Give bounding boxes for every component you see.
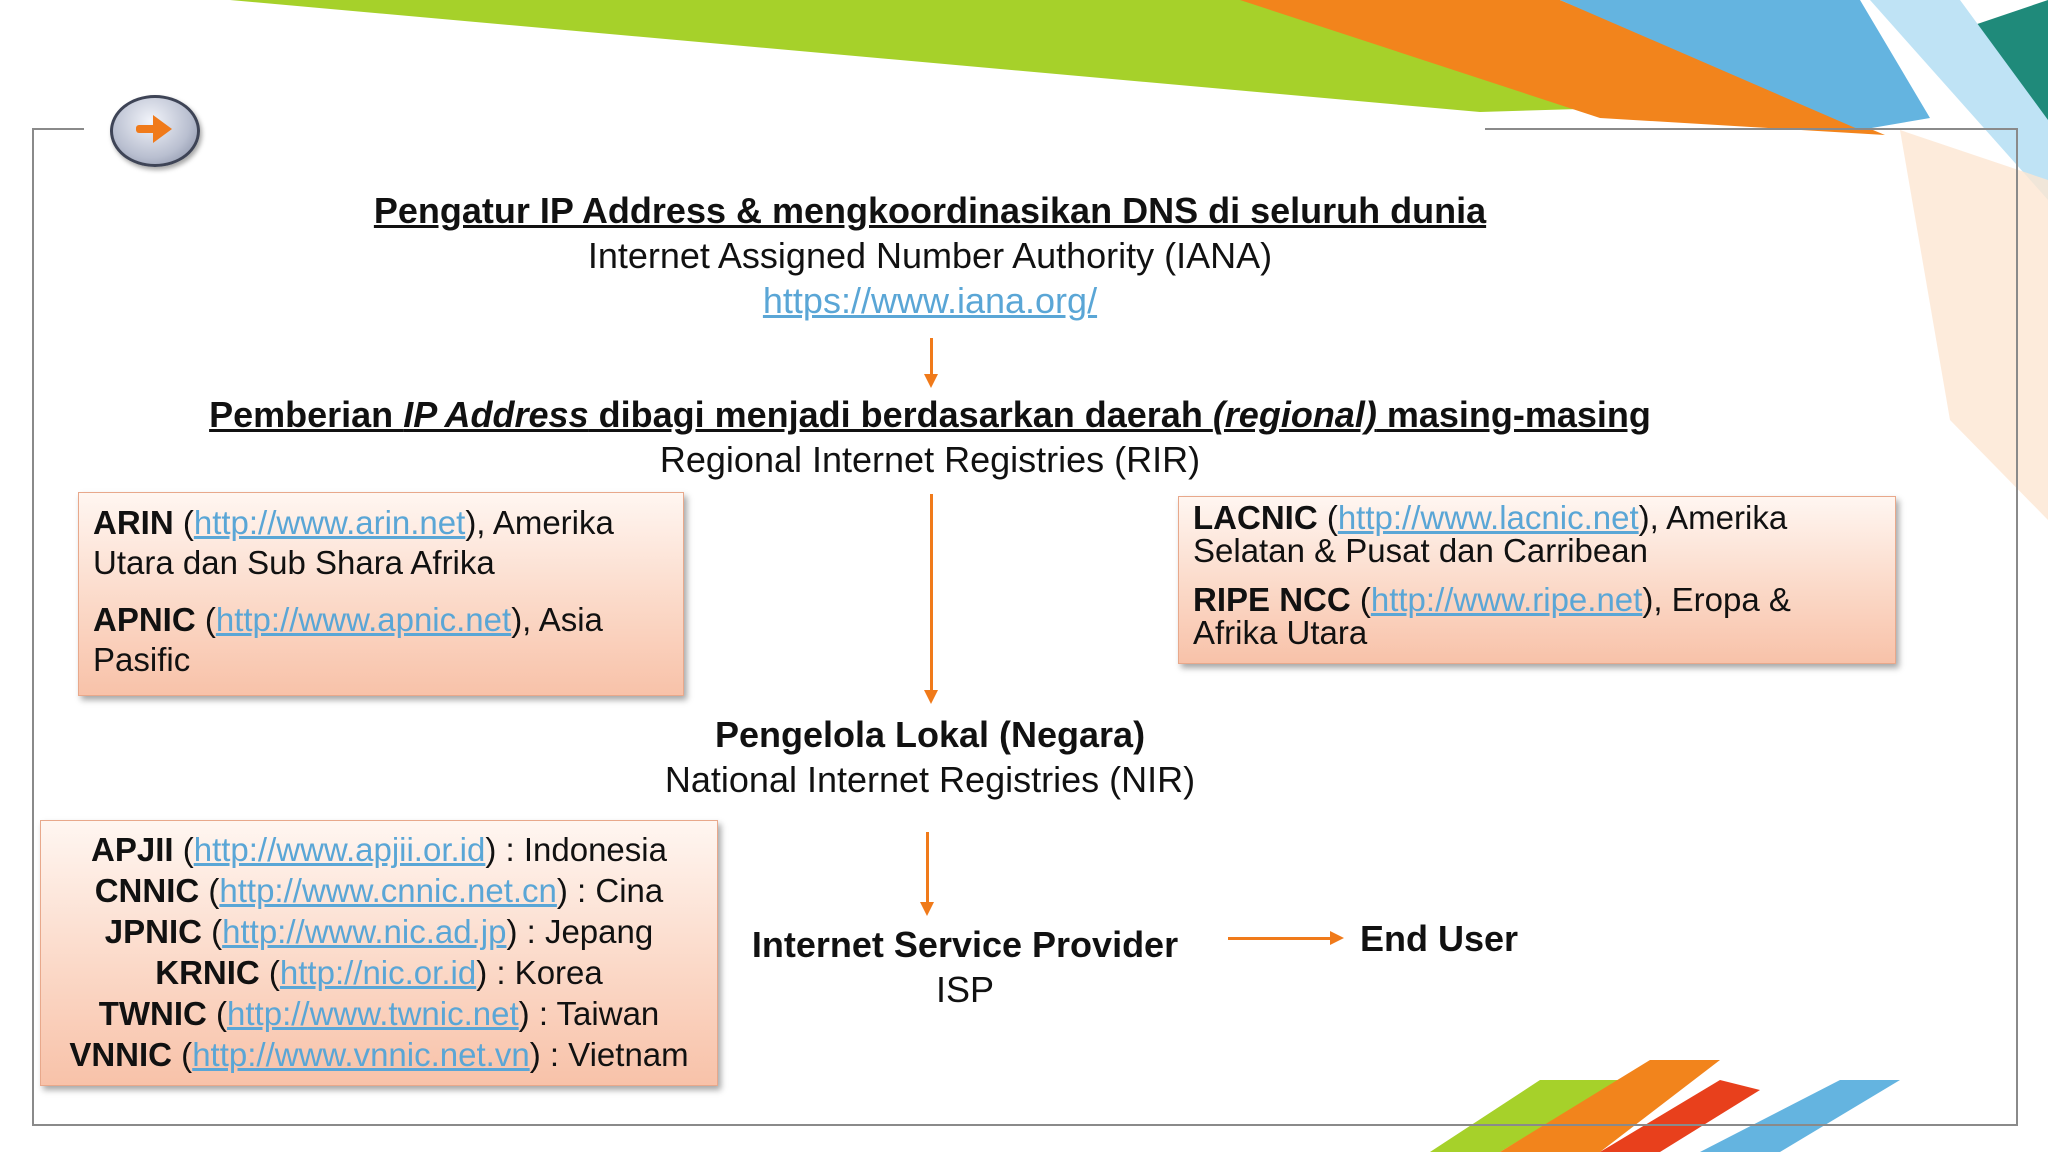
rir-block: Pemberian IP Address dibagi menjadi berd…	[130, 392, 1730, 482]
lacnic-link[interactable]: http://www.lacnic.net	[1337, 499, 1639, 536]
rir-left-box: ARIN (http://www.arin.net), Amerika Utar…	[78, 492, 684, 696]
apnic-link[interactable]: http://www.apnic.net	[215, 600, 512, 638]
rir-entry-apnic: APNIC (http://www.apnic.net), Asia Pasif…	[93, 600, 603, 678]
iana-title: Pengatur IP Address & mengkoordinasikan …	[373, 190, 1487, 231]
nir-entry: KRNIC (http://nic.or.id) : Korea	[155, 954, 603, 991]
arrow-right-icon	[136, 115, 172, 143]
red-stripe-bottom	[1600, 1080, 1760, 1152]
isp-name: ISP	[935, 969, 995, 1010]
rir-name: Regional Internet Registries (RIR)	[659, 439, 1201, 480]
krnic-link[interactable]: http://nic.or.id	[279, 954, 477, 991]
nir-title: Pengelola Lokal (Negara)	[714, 714, 1146, 755]
rir-entry-lacnic: LACNIC (http://www.lacnic.net), Amerika …	[1193, 499, 1788, 569]
end-user-block: End User	[1360, 916, 1560, 961]
iana-name: Internet Assigned Number Authority (IANA…	[587, 235, 1273, 276]
rir-entry-ripe: RIPE NCC (http://www.ripe.net), Eropa & …	[1193, 581, 1791, 651]
arrow-isp-to-enduser-head	[1330, 931, 1344, 945]
nir-entry: APJII (http://www.apjii.or.id) : Indones…	[91, 831, 667, 868]
arrow-nir-to-isp	[926, 832, 929, 908]
arrow-rir-to-nir	[930, 494, 933, 694]
nir-block: Pengelola Lokal (Negara) National Intern…	[560, 712, 1300, 802]
arrow-iana-to-rir	[930, 338, 933, 380]
next-slide-button[interactable]	[110, 95, 200, 167]
arrow-rir-to-nir-head	[924, 690, 938, 704]
frame-right	[2016, 128, 2018, 1126]
frame-top-right	[1485, 128, 2018, 130]
nir-name: National Internet Registries (NIR)	[664, 759, 1196, 800]
green-stripe-bottom	[1430, 1080, 1620, 1152]
cnnic-link[interactable]: http://www.cnnic.net.cn	[219, 872, 557, 909]
end-user-title: End User	[1360, 918, 1519, 959]
rir-right-box: LACNIC (http://www.lacnic.net), Amerika …	[1178, 496, 1896, 664]
arrow-iana-to-rir-head	[924, 374, 938, 388]
vnnic-link[interactable]: http://www.vnnic.net.vn	[192, 1036, 530, 1073]
isp-block: Internet Service Provider ISP	[720, 922, 1210, 1012]
lightblue-stripe	[1870, 0, 2048, 200]
apjii-link[interactable]: http://www.apjii.or.id	[193, 831, 486, 868]
orange-stripe-bottom	[1500, 1060, 1720, 1152]
green-stripe-top	[230, 0, 1880, 112]
nir-entry: TWNIC (http://www.twnic.net) : Taiwan	[98, 995, 660, 1032]
rir-entry-arin: ARIN (http://www.arin.net), Amerika Utar…	[93, 504, 614, 582]
nir-entry: JPNIC (http://www.nic.ad.jp) : Jepang	[104, 913, 654, 950]
frame-top-left	[32, 128, 84, 130]
peach-fade-right	[1900, 130, 2048, 520]
isp-title: Internet Service Provider	[751, 924, 1179, 965]
nir-entry: VNNIC (http://www.vnnic.net.vn) : Vietna…	[69, 1036, 689, 1073]
arin-link[interactable]: http://www.arin.net	[193, 504, 466, 541]
frame-bottom	[32, 1124, 2018, 1126]
blue-stripe-top	[1560, 0, 1930, 130]
twnic-link[interactable]: http://www.twnic.net	[227, 995, 519, 1032]
arrow-nir-to-isp-head	[920, 902, 934, 916]
nir-list-box: APJII (http://www.apjii.or.id) : Indones…	[40, 820, 718, 1086]
nir-entry: CNNIC (http://www.cnnic.net.cn) : Cina	[94, 872, 664, 909]
orange-stripe-top	[1240, 0, 1885, 135]
frame-left	[32, 128, 34, 1126]
rir-title: Pemberian IP Address dibagi menjadi berd…	[209, 394, 1651, 435]
arrow-isp-to-enduser	[1228, 937, 1332, 940]
ripe-link[interactable]: http://www.ripe.net	[1370, 581, 1643, 618]
iana-link[interactable]: https://www.iana.org/	[762, 280, 1098, 321]
jpnic-link[interactable]: http://www.nic.ad.jp	[222, 913, 507, 950]
iana-block: Pengatur IP Address & mengkoordinasikan …	[280, 188, 1580, 323]
blue-stripe-bottom	[1700, 1080, 1900, 1152]
